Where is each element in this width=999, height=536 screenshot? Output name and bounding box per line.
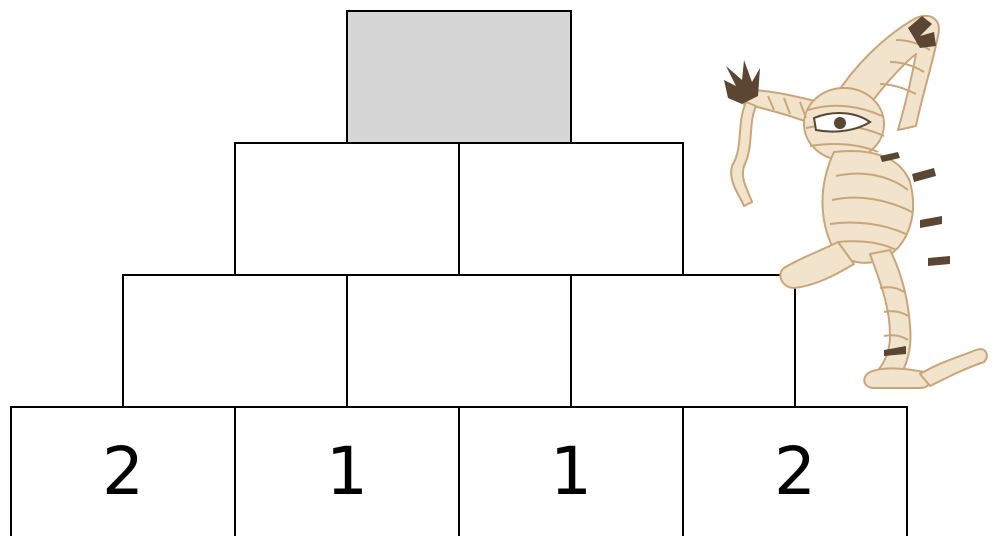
pyramid-cell-row3-2[interactable] — [346, 274, 572, 408]
pyramid-cell-base-3: 1 — [458, 406, 684, 536]
pyramid-cell-base-4: 2 — [682, 406, 908, 536]
pyramid-cell-base-2: 1 — [234, 406, 460, 536]
pyramid-cell-row3-1[interactable] — [122, 274, 348, 408]
pyramid-cell-row2-1[interactable] — [234, 142, 460, 276]
pyramid-cell-base-1: 2 — [10, 406, 236, 536]
pyramid-cell-row2-2[interactable] — [458, 142, 684, 276]
mummy-icon — [684, 6, 994, 396]
pyramid-cell-top[interactable] — [346, 10, 572, 144]
